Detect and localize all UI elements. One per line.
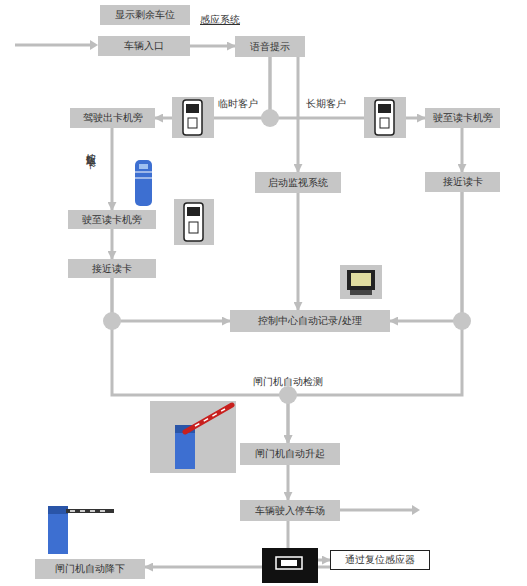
flow-arrow: [287, 465, 290, 500]
process-box: 启动监视系统: [255, 172, 341, 193]
process-box: 语音提示: [235, 36, 305, 57]
box-text: 车辆入口: [124, 40, 164, 52]
exit-arrow-head: [412, 505, 420, 515]
entry-arrow-head: [90, 40, 98, 50]
flow-arrow: [111, 128, 114, 210]
box-text: 接近读卡: [92, 263, 132, 275]
flow-arrow: [112, 278, 288, 443]
process-box: 显示剩余车位: [100, 5, 190, 25]
exit-arrow: [340, 509, 412, 512]
flow-arrow: [190, 45, 235, 48]
process-box: 车辆入口: [98, 36, 190, 56]
flow-arrow: [270, 57, 425, 118]
computer-icon: [340, 265, 382, 299]
junction-circle: [261, 109, 279, 127]
box-text: 语音提示: [250, 41, 290, 53]
box-text: 驶至读卡机旁: [82, 214, 142, 226]
card-reader-icon: [174, 199, 214, 245]
barrier-down-icon: [48, 506, 114, 554]
barrier-up-icon: [150, 401, 236, 473]
box-text: 闸门机自动降下: [55, 563, 125, 575]
box-text: 显示剩余车位: [115, 9, 175, 21]
process-box: 接近读卡: [425, 172, 500, 192]
box-text: 驶至读卡机旁: [433, 112, 493, 124]
edge-label: 感应系统: [200, 14, 240, 26]
flow-arrow: [288, 521, 330, 560]
step-label: 闸门机自动检测: [253, 376, 323, 388]
edge-label: 临时客户: [218, 98, 258, 110]
process-box: 驶至读卡机旁: [68, 210, 156, 229]
reset-sensor-icon: [262, 548, 318, 583]
flow-arrow: [155, 57, 270, 118]
box-text: 启动监视系统: [268, 177, 328, 189]
flow-arrow: [297, 57, 300, 172]
process-box: 闸门机自动降下: [35, 559, 145, 579]
junction-circle: [453, 312, 471, 330]
junction-circle: [103, 312, 121, 330]
box-text: 控制中心自动记录/处理: [258, 315, 361, 327]
box-text: 接近读卡: [443, 176, 483, 188]
flow-arrow: [297, 193, 300, 310]
flow-arrow: [461, 128, 464, 172]
junction-circle: [279, 386, 297, 404]
box-text: 通过复位感应器: [345, 554, 415, 566]
edge-label: 按钮取卡: [84, 145, 96, 153]
process-box: 控制中心自动记录/处理: [230, 310, 390, 332]
process-box: 驾驶出卡机旁: [70, 108, 155, 128]
flow-arrow: [112, 278, 230, 321]
flow-arrow: [111, 229, 114, 259]
card-reader-icon: [364, 97, 406, 138]
edge-label: 长期客户: [306, 98, 346, 110]
process-box: 接近读卡: [68, 259, 156, 278]
entry-arrow: [15, 44, 90, 47]
process-box: 通过复位感应器: [330, 550, 430, 570]
process-box: 车辆驶入停车场: [240, 500, 340, 521]
card-reader-icon: [172, 97, 214, 138]
process-box: 闸门机自动升起: [240, 443, 340, 465]
flow-arrow: [145, 566, 330, 569]
process-box: 驶至读卡机旁: [425, 108, 500, 128]
flow-arrow: [390, 192, 462, 321]
box-text: 驾驶出卡机旁: [83, 112, 143, 124]
box-text: 车辆驶入停车场: [255, 505, 325, 517]
box-text: 闸门机自动升起: [255, 448, 325, 460]
ticket-dispenser-icon: [135, 160, 152, 206]
